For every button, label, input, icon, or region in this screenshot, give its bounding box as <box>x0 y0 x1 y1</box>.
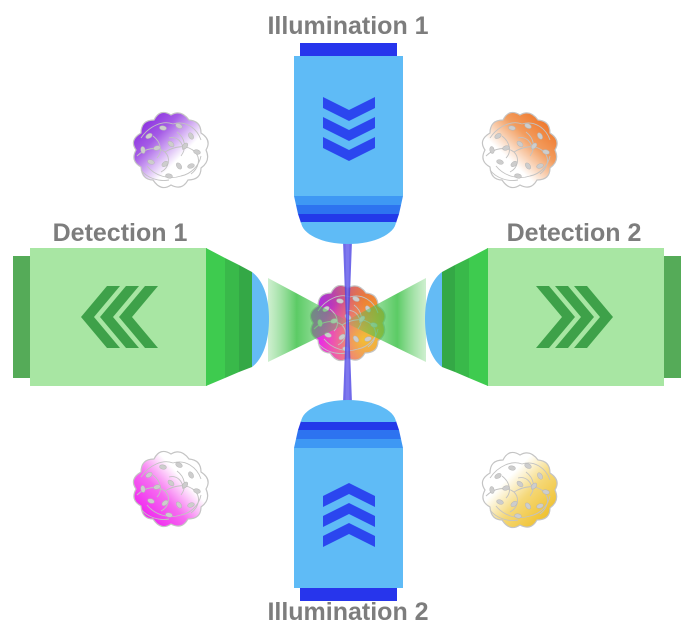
detection1-band2 <box>225 258 239 378</box>
detection2-objective <box>425 248 681 386</box>
chevron-left-1 <box>81 286 120 348</box>
chevron-right-1 <box>574 286 613 348</box>
illumination1-cap <box>300 43 397 57</box>
chevron-left-3 <box>119 286 158 348</box>
chevron-right-3 <box>536 286 575 348</box>
chevron-down-2 <box>323 117 375 141</box>
illumination1-body <box>294 56 403 196</box>
detection1-body <box>30 248 207 386</box>
detection2-band2 <box>455 258 469 378</box>
chevron-down-icon <box>323 97 375 161</box>
organoid-bottom-left <box>132 450 209 528</box>
detection1-band1 <box>206 248 225 386</box>
detection1-band3 <box>239 265 252 372</box>
illumination2-band2 <box>296 430 401 439</box>
illumination2-nose <box>301 400 396 422</box>
detection1-objective <box>13 248 269 386</box>
chevron-right-2 <box>555 286 594 348</box>
detection1-lens <box>252 272 269 367</box>
chevron-up-3 <box>323 483 375 507</box>
chevron-left-icon <box>81 286 158 348</box>
illumination2-band3 <box>298 421 399 430</box>
detection2-lens <box>425 272 442 367</box>
detection1-cap <box>13 256 31 378</box>
illumination1-nose <box>301 222 396 244</box>
illumination1-objective <box>294 43 403 244</box>
illumination2-band1 <box>294 439 403 448</box>
chevron-left-2 <box>100 286 139 348</box>
detection2-cap <box>663 256 681 378</box>
detection2-label: Detection 2 <box>507 219 642 247</box>
illumination1-label: Illumination 1 <box>267 12 428 40</box>
detection1-label: Detection 1 <box>53 219 188 247</box>
organoid-top-right <box>481 111 558 189</box>
organoid-bottom-right <box>481 451 558 529</box>
illumination1-band2 <box>296 205 401 214</box>
illumination2-label: Illumination 2 <box>267 598 428 626</box>
detection2-band1 <box>469 248 488 386</box>
illumination1-band3 <box>298 214 399 223</box>
illumination2-objective <box>294 400 403 601</box>
detection-cone-left <box>268 278 350 362</box>
chevron-up-icon <box>323 483 375 547</box>
chevron-up-1 <box>323 523 375 547</box>
chevron-down-1 <box>323 97 375 121</box>
illumination2-body <box>294 448 403 588</box>
chevron-down-3 <box>323 137 375 161</box>
detection2-band3 <box>442 265 455 372</box>
illumination-beam <box>343 241 352 403</box>
beam-core <box>345 241 350 403</box>
organoid-top-left <box>132 111 209 189</box>
illumination1-band1 <box>294 196 403 205</box>
chevron-up-2 <box>323 503 375 527</box>
illumination2-cap <box>300 587 397 601</box>
detection-cone-right <box>344 278 426 362</box>
detection2-body <box>487 248 664 386</box>
chevron-right-icon <box>536 286 613 348</box>
